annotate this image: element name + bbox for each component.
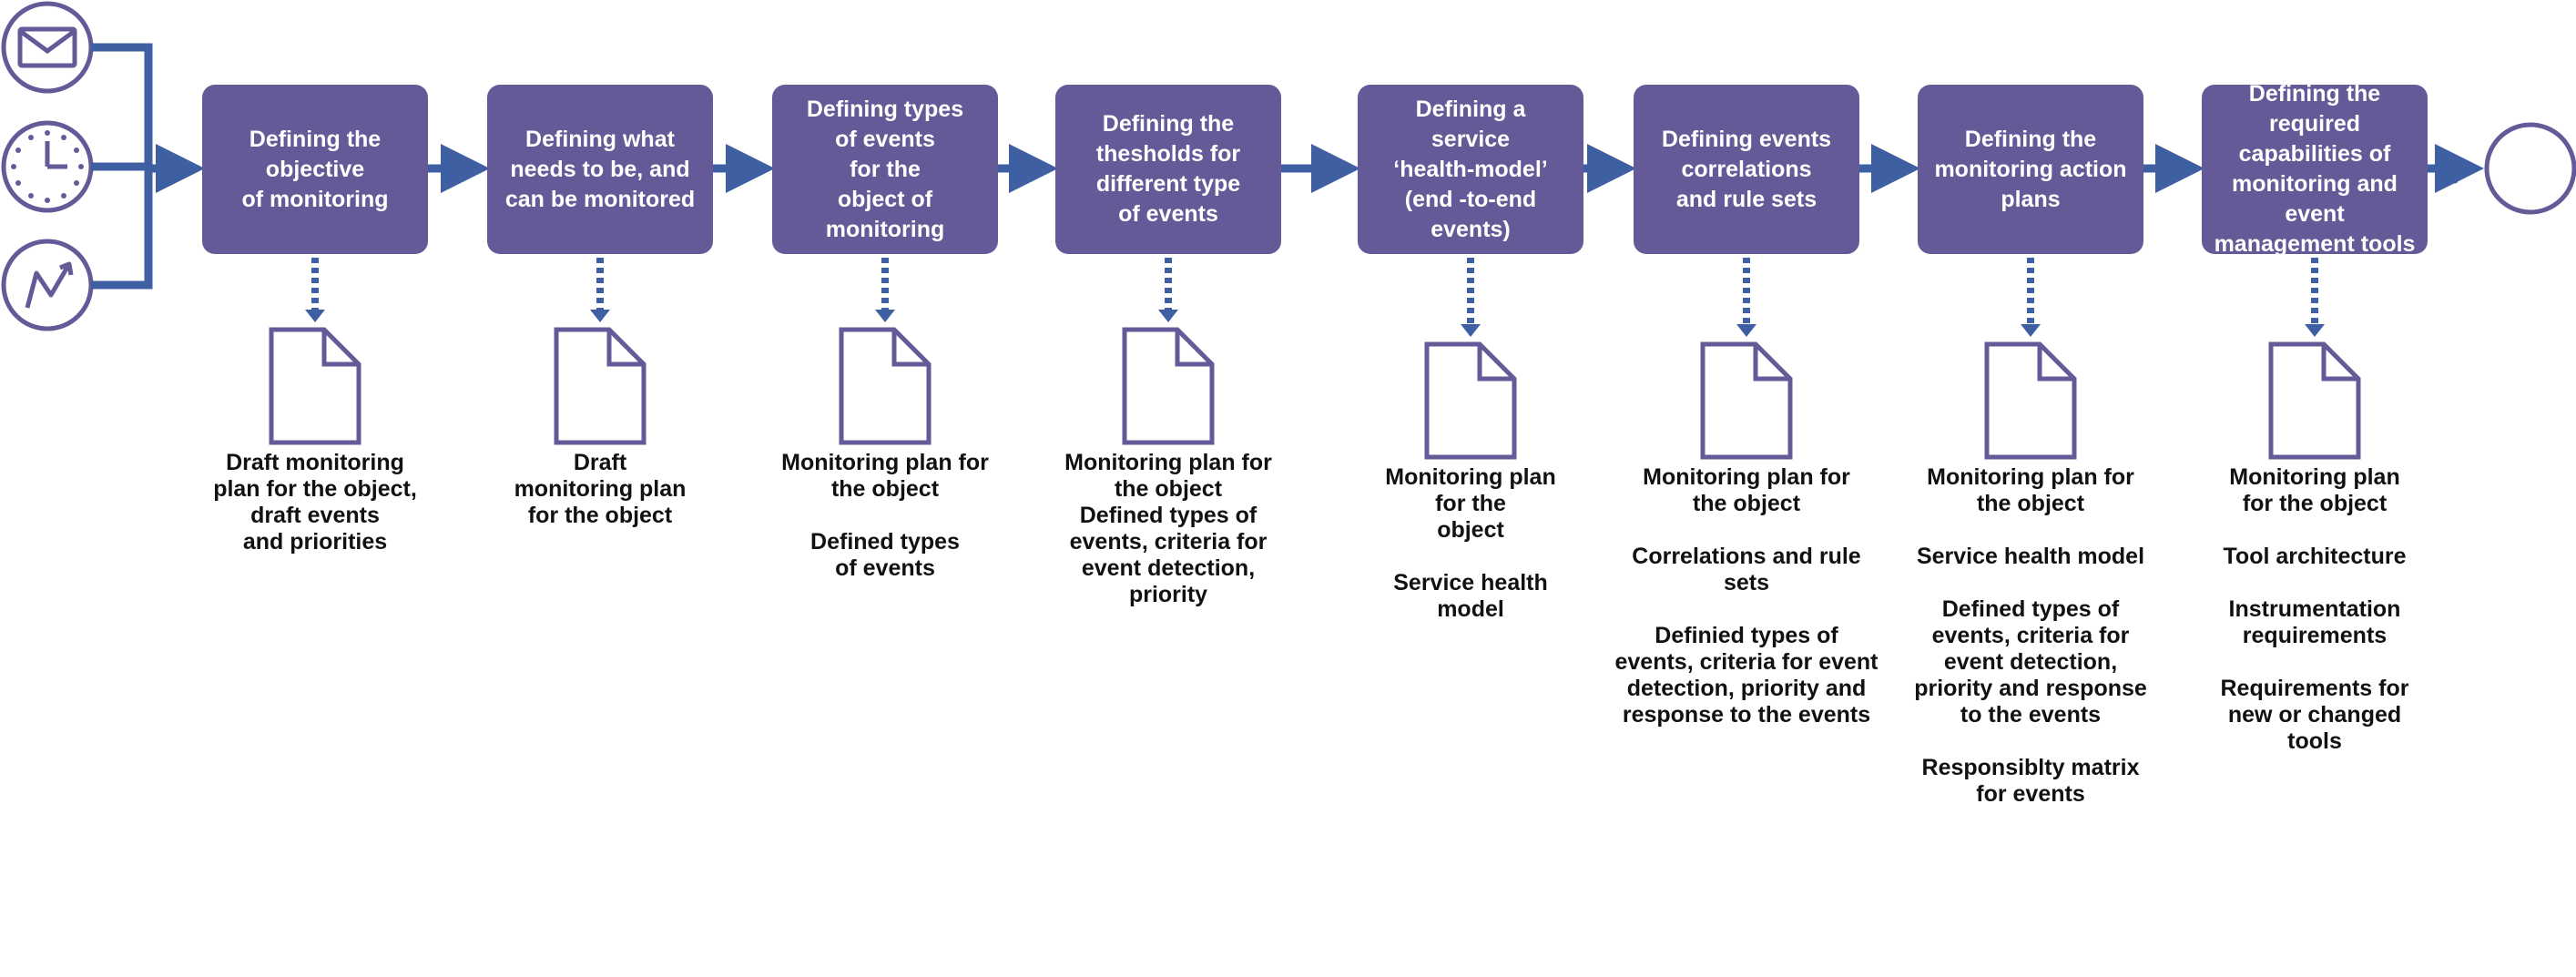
document-icon [554,327,647,445]
output-text: Monitoring plan for the object [1064,450,1272,502]
output-text: Monitoring plan for the object [1927,464,2134,516]
document-fold [2037,344,2074,382]
step-label: Defining types of events for the object … [806,96,964,242]
document-fold [606,330,644,367]
flow-arrow-break [2158,153,2176,184]
document-fold [1175,330,1212,367]
end-circle-icon [2484,122,2576,215]
step-box: Defining types of events for the object … [772,85,998,254]
output-text: Definied types of events, criteria for e… [1614,623,1879,728]
output-text: Defined types of events [810,529,960,581]
output-arrowhead [2305,324,2325,337]
output-text: Tool architecture [2223,544,2407,569]
step-outputs: Draft monitoring plan for the object [463,450,737,555]
output-text: Monitoring plan for the object [781,450,989,502]
output-arrowhead [1736,324,1756,337]
step-box: Defining the required capabilities of mo… [2202,81,2428,257]
output-text: Defined types of events, criteria for ev… [1914,596,2147,728]
step-label: Defining the thesholds for different typ… [1095,111,1241,227]
output-arrowhead [305,310,325,322]
step-box: Defining the monitoring action plans [1918,85,2143,254]
document-fold [1477,344,1514,382]
output-text: Responsiblty matrix for events [1921,755,2140,807]
output-text: Monitoring plan for the object [1385,464,1556,543]
output-arrows [305,258,2325,337]
document-icons [269,327,2361,460]
step-label: Defining the required capabilities of mo… [2214,81,2416,257]
step-outputs: Draft monitoring plan for the object, dr… [178,450,452,582]
output-text: Requirements for new or changed tools [2220,676,2409,754]
output-arrowhead [590,310,610,322]
step-box: Defining what needs to be, and can be mo… [487,85,713,254]
step-outputs: Monitoring plan for the object Service h… [1334,464,1607,649]
step-arrows [428,144,2484,193]
clock-icon [1,120,94,213]
document-fold [2321,344,2358,382]
output-text: Draft monitoring plan for the object, dr… [213,450,417,555]
step-box: Defining the thesholds for different typ… [1055,85,1281,254]
step-label: Defining a service ‘health-model’ (end -… [1393,96,1548,242]
output-text: Monitoring plan for the object [1643,464,1850,516]
document-fold [1753,344,1790,382]
envelope-icon [1,1,94,94]
document-fold [321,330,359,367]
step-outputs: Monitoring plan for the object Tool arch… [2178,464,2451,781]
output-arrowhead [1461,324,1481,337]
lightning-icon [1,239,94,331]
step-box: Defining events correlations and rule se… [1634,85,1859,254]
output-text: Service health model [1393,570,1548,622]
document-icon [1424,341,1517,460]
flow-arrow-break [1874,153,1892,184]
output-text: Defined types of events, criteria for ev… [1069,503,1268,607]
document-icon [2268,341,2361,460]
document-fold [891,330,929,367]
output-arrowhead [875,310,895,322]
trigger-connectors [91,43,153,290]
document-icon [269,327,361,445]
output-text: Service health model [1916,544,2145,569]
step-box: Defining the objective of monitoring [202,85,428,254]
document-icon [1984,341,2077,460]
step-outputs: Monitoring plan for the object Defined t… [748,450,1022,608]
step-outputs: Monitoring plan for the object Defined t… [1032,450,1305,635]
output-text: Correlations and rule sets [1632,544,1861,595]
step-label: Defining the monitoring action plans [1934,126,2127,212]
step-box: Defining a service ‘health-model’ (end -… [1358,85,1583,254]
step-label: Defining events correlations and rule se… [1661,126,1832,212]
document-icon [1700,341,1793,460]
output-arrowhead [2021,324,2041,337]
output-text: Draft monitoring plan for the object [514,450,687,528]
output-arrowhead [1158,310,1178,322]
step-outputs: Monitoring plan for the object Service h… [1894,464,2167,834]
step-outputs: Monitoring plan for the object Correlati… [1610,464,1883,755]
document-icon [1122,327,1215,445]
output-text: Instrumentation requirements [2228,596,2401,648]
step-label: Defining the objective of monitoring [241,126,389,212]
flow-arrow-break [2439,153,2459,184]
output-text: Monitoring plan for the object [2229,464,2400,516]
step-label: Defining what needs to be, and can be mo… [504,126,696,212]
document-icon [839,327,932,445]
